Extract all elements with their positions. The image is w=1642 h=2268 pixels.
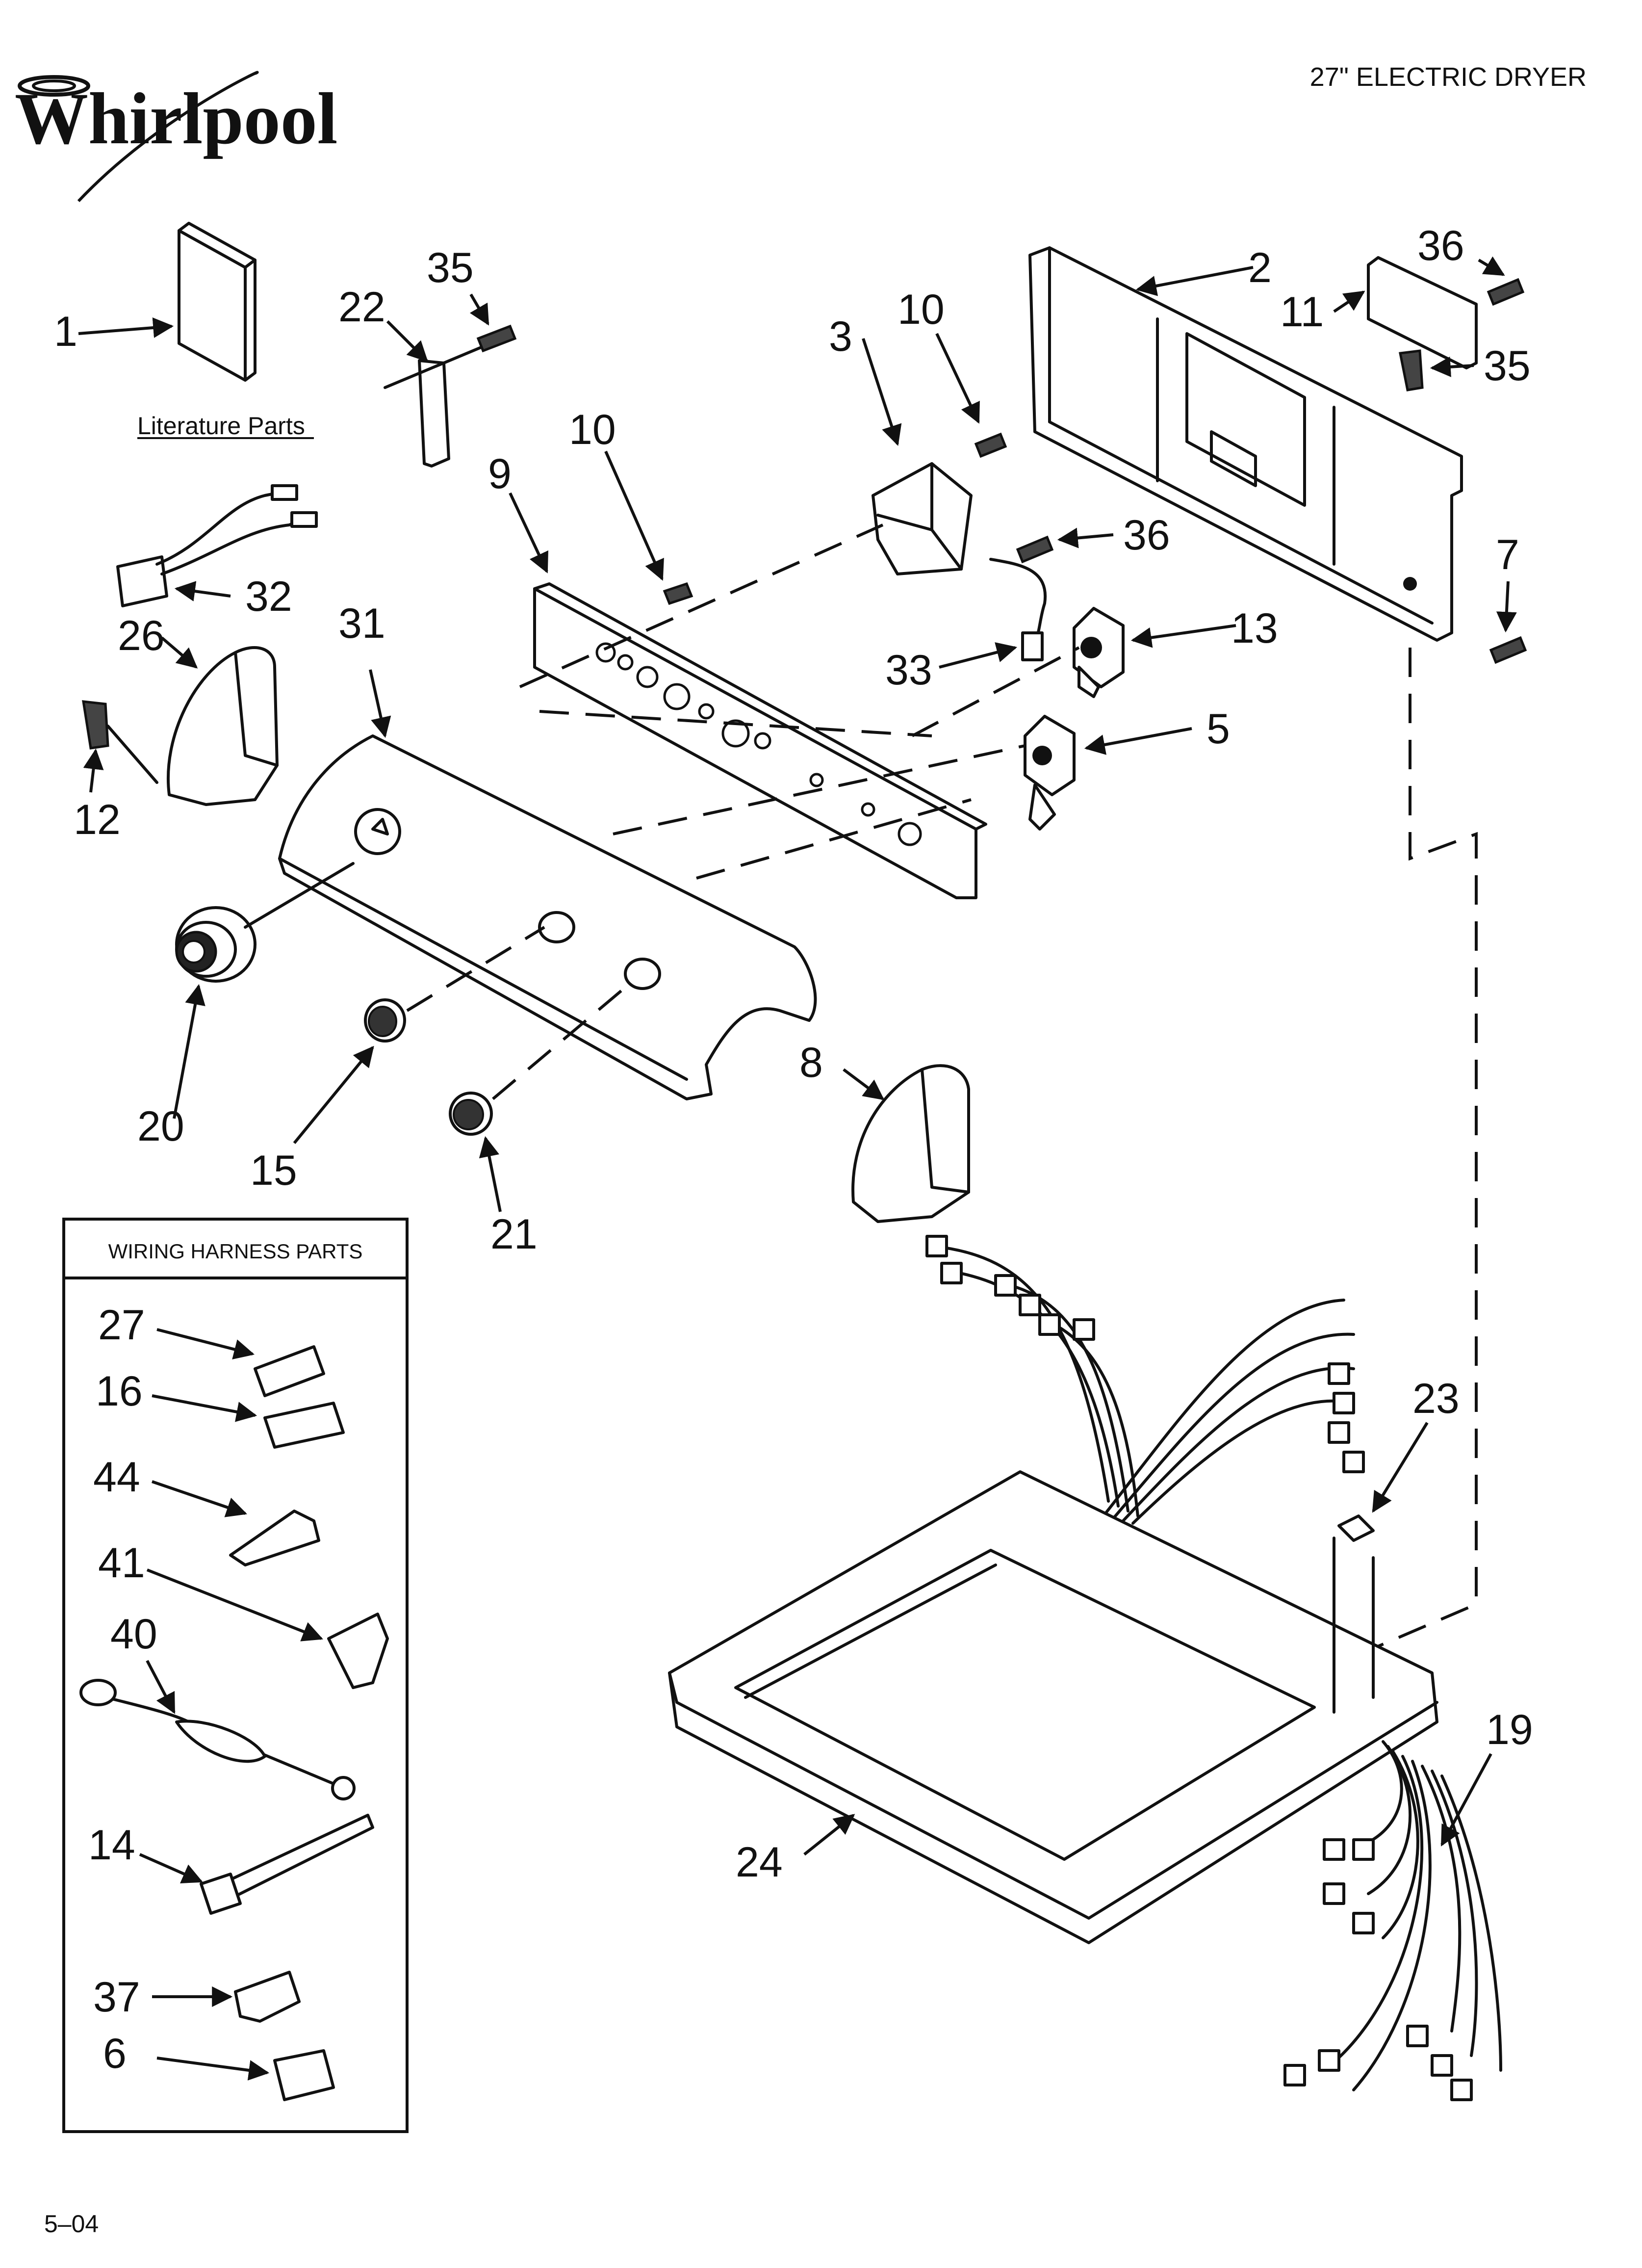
label-part-10-left: 10 bbox=[569, 406, 616, 453]
terminal-connectors-upper bbox=[925, 1235, 1365, 1473]
wiring-harness-parts-box: WIRING HARNESS PARTS 27 16 44 41 40 14 3 bbox=[62, 1218, 409, 2133]
screw-10-right bbox=[974, 432, 1007, 458]
backsplash-part-2 bbox=[1028, 246, 1463, 642]
label-part-10-right: 10 bbox=[898, 286, 945, 333]
label-part-14: 14 bbox=[88, 1822, 135, 1869]
screw-10-left bbox=[663, 582, 693, 605]
label-part-1: 1 bbox=[54, 308, 77, 355]
label-part-22: 22 bbox=[338, 284, 385, 331]
connector-part-37 bbox=[234, 1971, 301, 2023]
knob-part-21 bbox=[449, 1092, 493, 1136]
connector-part-16 bbox=[263, 1402, 345, 1449]
label-part-37: 37 bbox=[93, 1974, 140, 2021]
label-part-27: 27 bbox=[98, 1302, 145, 1349]
label-part-2: 2 bbox=[1248, 244, 1272, 291]
label-part-8: 8 bbox=[799, 1039, 823, 1086]
end-cap-part-26 bbox=[167, 646, 279, 806]
label-part-9: 9 bbox=[488, 450, 512, 497]
label-part-16: 16 bbox=[96, 1368, 143, 1415]
screw-36-top bbox=[1487, 278, 1525, 306]
label-part-15: 15 bbox=[250, 1147, 297, 1194]
label-part-24: 24 bbox=[736, 1839, 783, 1886]
whirlpool-logo: Whirlpool bbox=[15, 71, 337, 203]
label-part-5: 5 bbox=[1206, 705, 1230, 753]
label-part-35-top: 35 bbox=[427, 244, 474, 291]
product-title: 27" ELECTRIC DRYER bbox=[1310, 62, 1587, 92]
label-part-23: 23 bbox=[1412, 1375, 1460, 1422]
harness-leads-lower-part-19 bbox=[1323, 1740, 1502, 2091]
screw-36-mid bbox=[1016, 535, 1054, 564]
lever-part-22 bbox=[418, 359, 450, 468]
label-part-20: 20 bbox=[137, 1103, 184, 1150]
top-panel-part-24 bbox=[668, 1470, 1438, 1944]
harness-part-33 bbox=[989, 558, 1047, 644]
label-part-6: 6 bbox=[103, 2030, 127, 2077]
connector-part-32 bbox=[116, 555, 168, 607]
clip-part-41 bbox=[327, 1613, 389, 1689]
label-part-12: 12 bbox=[74, 796, 121, 843]
label-part-21: 21 bbox=[490, 1211, 538, 1258]
label-part-3: 3 bbox=[829, 313, 852, 360]
label-part-36-mid: 36 bbox=[1123, 512, 1170, 559]
cover-plate-part-11 bbox=[1367, 256, 1478, 369]
label-part-19: 19 bbox=[1486, 1706, 1533, 1753]
brand-logo-text: Whirlpool bbox=[15, 78, 337, 159]
label-part-13: 13 bbox=[1231, 605, 1278, 652]
screw-35-top bbox=[476, 324, 517, 353]
terminal-connectors-lower bbox=[1283, 1838, 1473, 2101]
end-cap-part-8 bbox=[851, 1064, 970, 1223]
literature-booklet bbox=[178, 222, 257, 382]
label-part-41: 41 bbox=[98, 1539, 145, 1587]
screw-7 bbox=[1489, 636, 1527, 664]
clip-part-23 bbox=[1337, 1514, 1375, 1542]
label-part-33: 33 bbox=[885, 647, 932, 694]
connector-part-27 bbox=[254, 1345, 325, 1397]
label-part-7: 7 bbox=[1496, 531, 1519, 578]
literature-caption: Literature Parts bbox=[137, 412, 305, 440]
knob-part-20 bbox=[175, 906, 257, 983]
label-part-36-top: 36 bbox=[1417, 222, 1464, 269]
label-part-31: 31 bbox=[338, 600, 385, 647]
connector-part-6 bbox=[273, 2049, 335, 2101]
label-part-32: 32 bbox=[245, 573, 292, 620]
label-part-44: 44 bbox=[93, 1454, 140, 1501]
label-part-35-right: 35 bbox=[1484, 342, 1531, 390]
screw-12 bbox=[82, 700, 109, 750]
page-code: 5–04 bbox=[44, 2210, 99, 2238]
terminal-part-44 bbox=[229, 1510, 320, 1566]
label-part-40: 40 bbox=[110, 1611, 157, 1658]
label-part-11: 11 bbox=[1280, 288, 1324, 336]
knob-part-15 bbox=[364, 998, 406, 1043]
harness-box-title: WIRING HARNESS PARTS bbox=[108, 1240, 363, 1263]
screw-35-right bbox=[1399, 349, 1424, 391]
label-part-26: 26 bbox=[118, 612, 165, 659]
